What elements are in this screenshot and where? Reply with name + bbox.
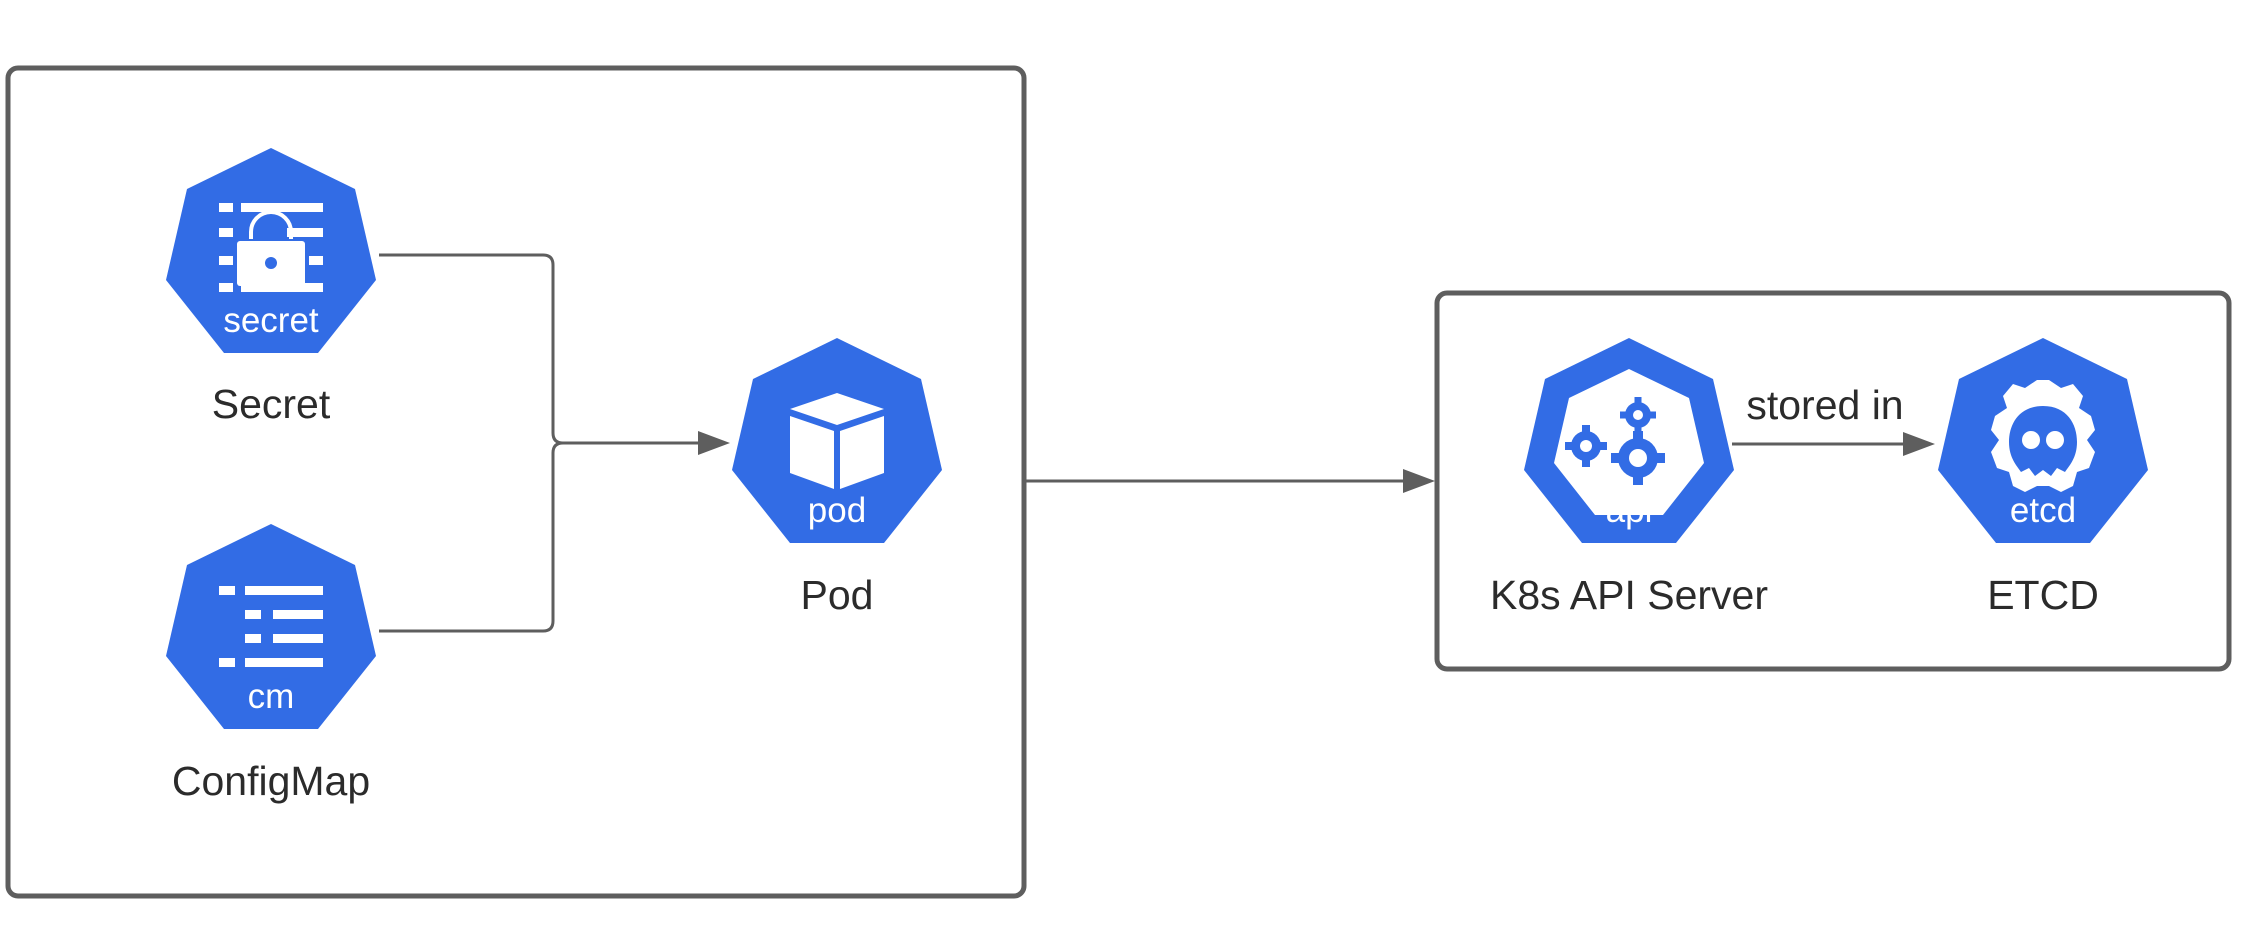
node-configmap[interactable]: cm ConfigMap bbox=[166, 524, 376, 804]
workload-group-frame bbox=[5, 65, 1027, 899]
pod-icon bbox=[790, 393, 884, 489]
configmap-icon bbox=[219, 586, 323, 667]
node-label-api-server: K8s API Server bbox=[1490, 572, 1768, 618]
node-label-etcd: ETCD bbox=[1987, 572, 2099, 618]
node-etcd[interactable]: etcd ETCD bbox=[1938, 338, 2148, 618]
arrowhead-to-pod bbox=[698, 431, 730, 455]
etcd-icon-text: etcd bbox=[2010, 491, 2076, 530]
node-api-server[interactable]: api K8s API Server bbox=[1490, 338, 1768, 618]
api-server-icon bbox=[1565, 397, 1665, 485]
node-label-configmap: ConfigMap bbox=[172, 758, 370, 804]
connector-secret-to-pod bbox=[379, 253, 700, 445]
arrowhead-to-etcd bbox=[1903, 432, 1935, 456]
node-secret[interactable]: secret Secret bbox=[166, 148, 376, 427]
configmap-icon-text: cm bbox=[248, 677, 295, 716]
control-plane-group-frame bbox=[1434, 290, 2232, 672]
pod-icon-text: pod bbox=[808, 491, 866, 530]
connector-configmap-to-pod bbox=[379, 441, 564, 633]
node-label-pod: Pod bbox=[801, 572, 874, 618]
node-label-secret: Secret bbox=[212, 381, 331, 427]
etcd-icon bbox=[1991, 380, 2095, 492]
secret-icon-text: secret bbox=[223, 301, 319, 340]
arrowhead-to-control-plane bbox=[1403, 469, 1435, 493]
secret-icon bbox=[219, 203, 323, 292]
node-pod[interactable]: pod Pod bbox=[732, 338, 942, 618]
api-icon-text: api bbox=[1606, 491, 1653, 530]
edge-label-stored-in: stored in bbox=[1746, 382, 1903, 428]
